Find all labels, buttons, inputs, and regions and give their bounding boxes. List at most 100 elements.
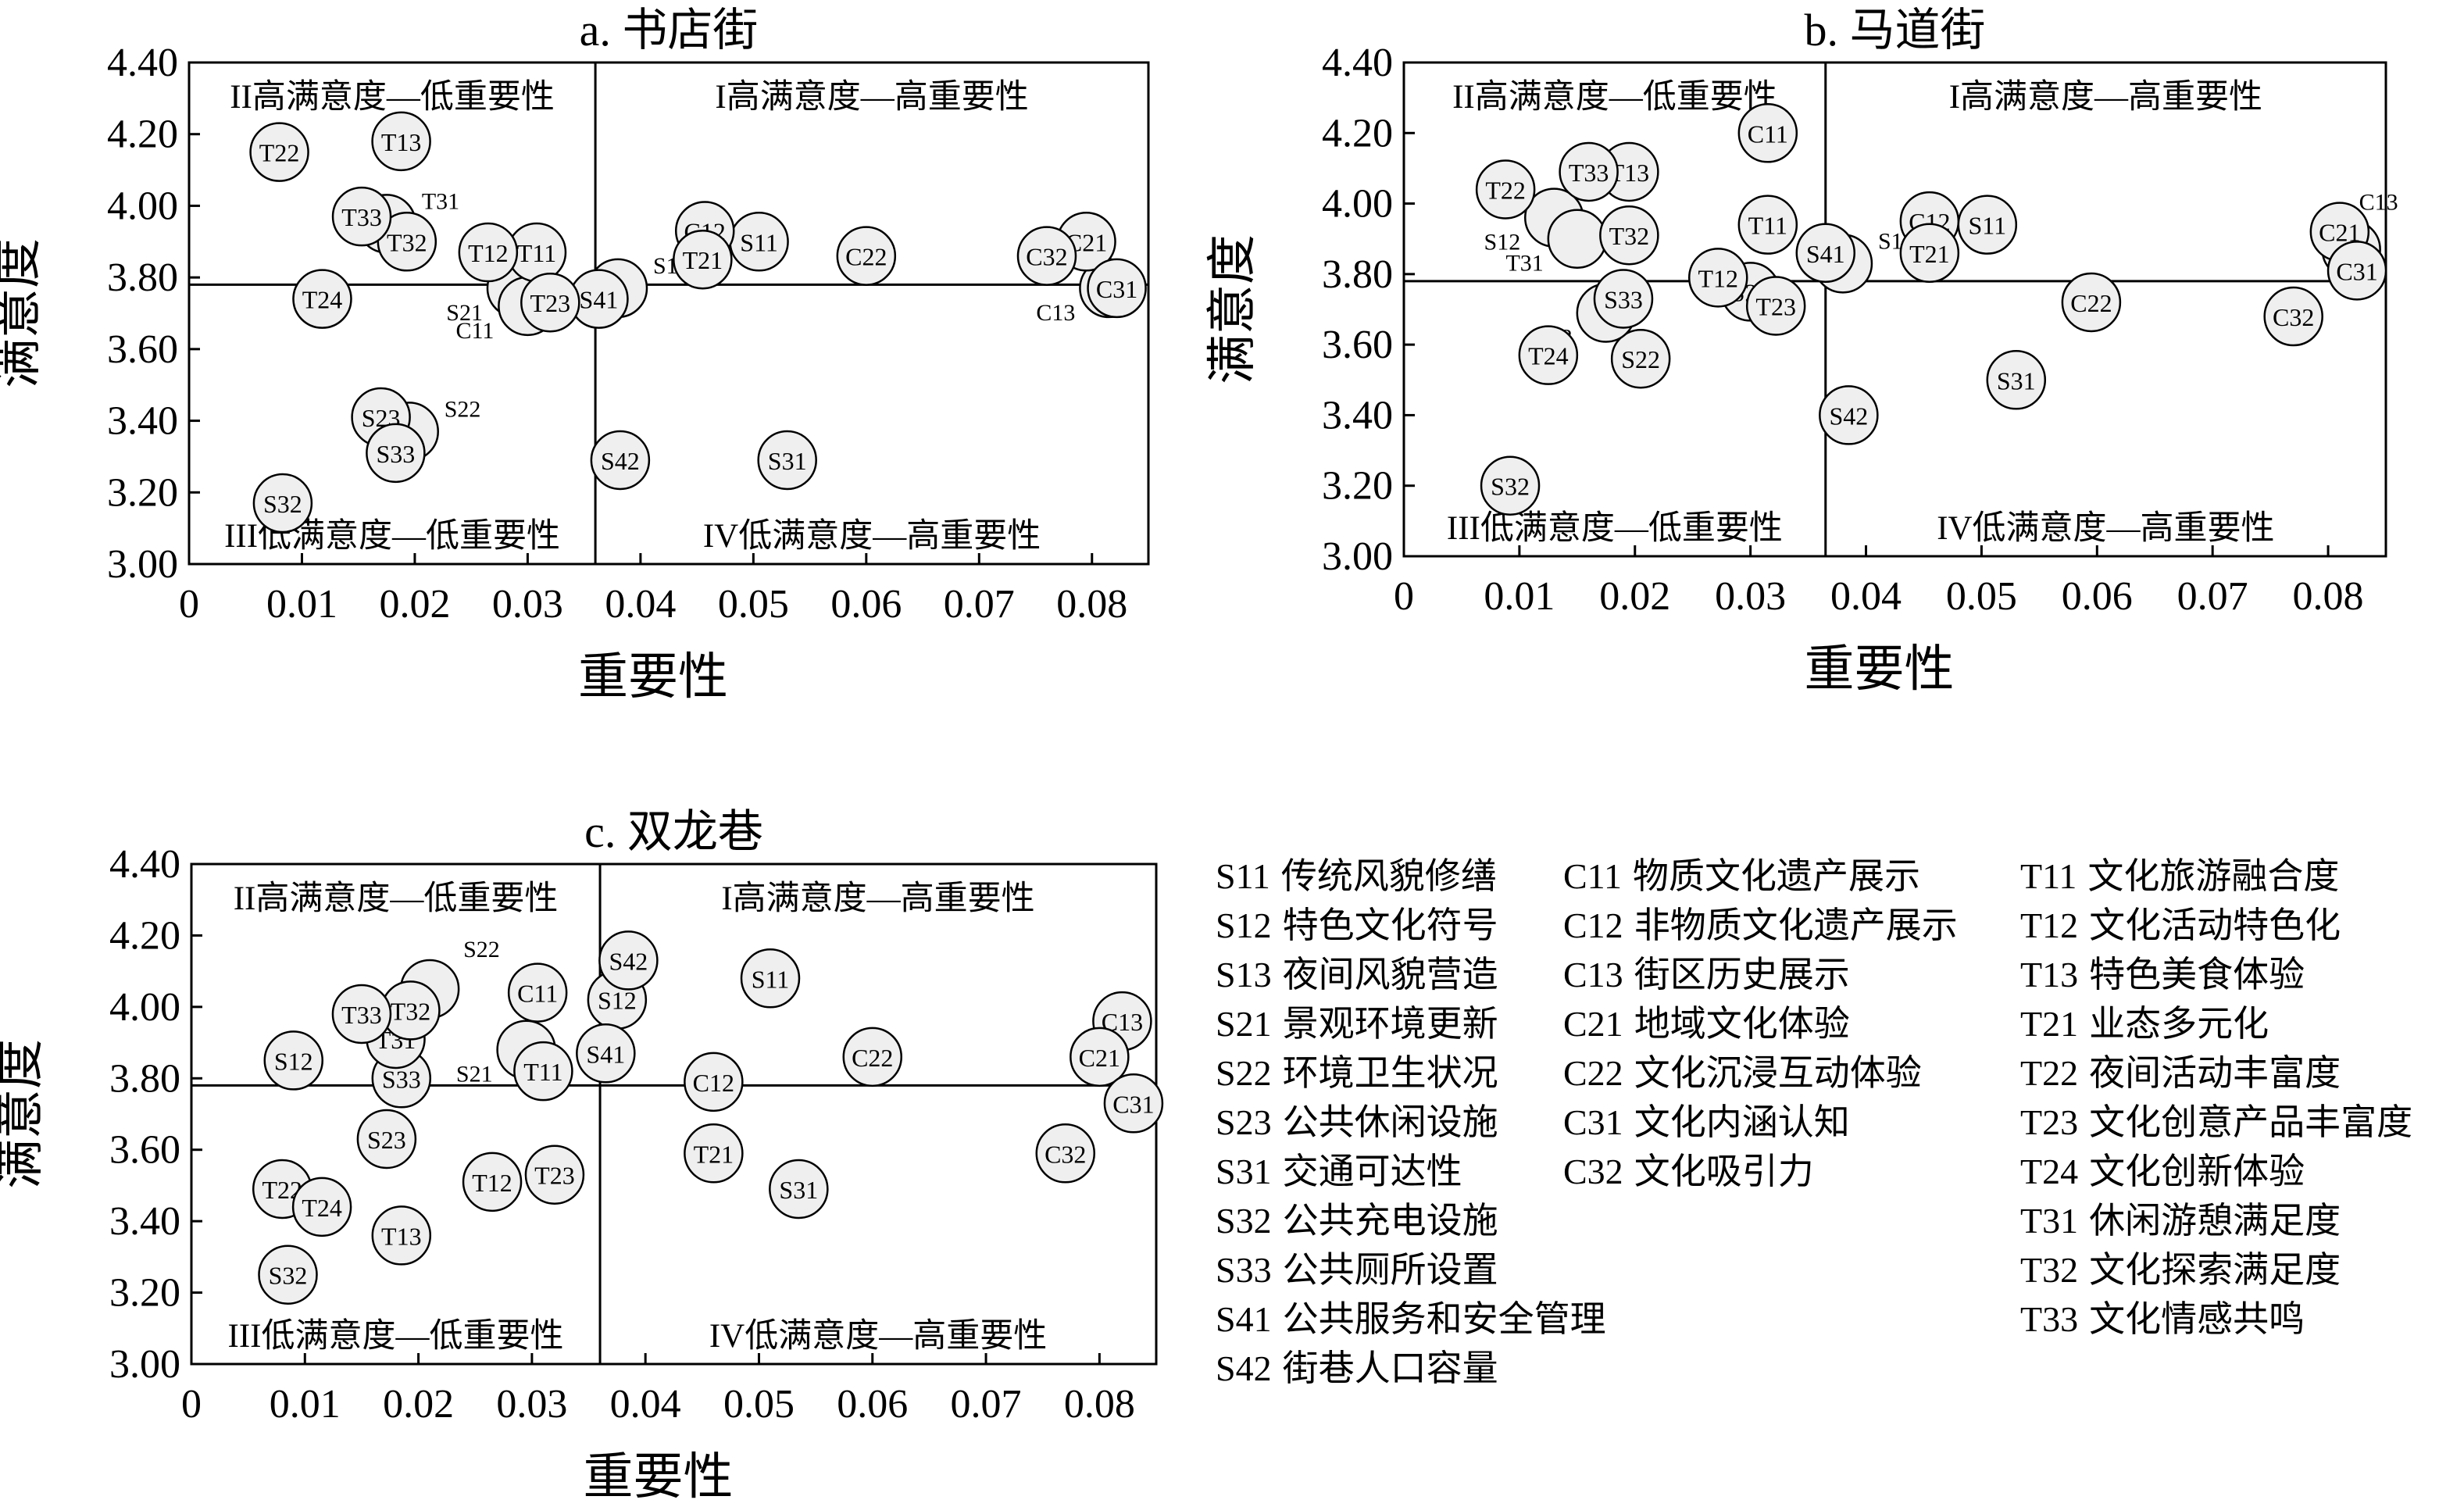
legend-label: 特色文化符号: [1282, 905, 1498, 945]
x-tick-label: 0.02: [383, 1382, 454, 1427]
scatter-point-s22: [1610, 328, 1671, 389]
x-tick-label: 0.07: [2177, 574, 2248, 619]
scatter-point-s11: [740, 948, 801, 1009]
plot-frame: [187, 61, 1150, 566]
point-label-t21: T21: [683, 246, 723, 274]
point-label-s33: S33: [1604, 285, 1643, 313]
point-label-s23: S23: [367, 1126, 406, 1154]
scatter-point-s31: [757, 430, 817, 491]
scatter-point-c22: [836, 226, 897, 286]
scatter-point-t13: [371, 1205, 432, 1266]
scatter-point-t24: [291, 1177, 352, 1237]
scatter-point-s42: [1819, 385, 1879, 445]
scatter-point-c32: [1035, 1123, 1096, 1184]
x-tick-label: 0: [179, 582, 199, 627]
x-tick-label: 0.01: [1484, 574, 1555, 619]
point-label-s31: S31: [768, 447, 807, 475]
point-label-t11: T11: [523, 1058, 562, 1086]
point-label-t21: T21: [1909, 240, 1950, 268]
scatter-point-t32: [1599, 205, 1659, 266]
legend-code: S12: [1216, 905, 1272, 945]
quadrant-label-ii: II高满意度—低重要性: [234, 880, 559, 917]
x-tick-label: 0.05: [723, 1382, 795, 1427]
x-axis-label: 重要性: [578, 649, 728, 705]
x-tick-label: 0.03: [1715, 574, 1786, 619]
x-tick-label: 0.01: [270, 1382, 341, 1427]
point-label-c32: C32: [1026, 243, 1067, 271]
scatter-point-t24: [292, 269, 352, 329]
legend-code: T13: [2020, 955, 2079, 995]
point-label-t32: T32: [391, 997, 431, 1025]
point-label-t24: T24: [302, 286, 343, 314]
chart-title: c. 双龙巷: [584, 806, 763, 857]
scatter-point-s32: [252, 473, 313, 534]
x-tick-label: 0.05: [718, 582, 789, 627]
x-tick-label: 0.07: [944, 582, 1015, 627]
legend-label: 文化创新体验: [2089, 1152, 2305, 1191]
scatter-point-c32: [2263, 286, 2323, 347]
point-label-t23: T23: [534, 1162, 575, 1190]
y-tick-label: 3.80: [1322, 252, 1393, 297]
scatter-point-t21: [684, 1123, 744, 1184]
chart-title: a. 书店街: [580, 5, 759, 55]
legend-code: C13: [1563, 955, 1623, 995]
legend-code: S23: [1216, 1102, 1272, 1142]
legend-item-c32: C32 文化吸引力: [1563, 1147, 1958, 1196]
quadrant-label-i: I高满意度—高重要性: [1949, 78, 2262, 116]
legend-label: 文化吸引力: [1634, 1152, 1814, 1191]
legend-label: 景观环境更新: [1282, 1004, 1498, 1044]
point-label-c12: C12: [693, 1069, 734, 1097]
scatter-point-t31: [1547, 209, 1608, 269]
point-label-s41: S41: [1806, 240, 1845, 268]
y-tick-label: 3.20: [107, 470, 178, 515]
legend-code: T21: [2020, 1004, 2079, 1044]
y-axis-label: 满意度: [0, 1039, 48, 1189]
y-tick-label: 3.60: [1322, 323, 1393, 367]
legend-code: S13: [1216, 955, 1272, 995]
point-label-t32: T32: [387, 228, 427, 256]
x-tick-label: 0.08: [1064, 1382, 1135, 1427]
point-label-c22: C22: [845, 243, 887, 271]
legend-code: T11: [2020, 856, 2077, 896]
point-label-t12: T12: [472, 1169, 512, 1197]
y-tick-label: 4.40: [1322, 41, 1393, 85]
x-tick-label: 0.06: [830, 582, 902, 627]
scatter-point-c11: [1737, 103, 1798, 163]
scatter-point-t11: [1737, 195, 1798, 255]
legend-label: 非物质文化遗产展示: [1634, 905, 1958, 945]
chart-title: b. 马道街: [1804, 5, 1985, 55]
quadrant-label-iii: III低满意度—低重要性: [1447, 509, 1783, 547]
legend-code: C31: [1563, 1102, 1623, 1142]
plot-frame: [190, 862, 1158, 1366]
scatter-point-c32: [1016, 226, 1077, 286]
legend-label: 夜间活动丰富度: [2089, 1053, 2341, 1093]
legend-item-c31: C31 文化内涵认知: [1563, 1098, 1958, 1147]
quadrant-label-iv: IV低满意度—高重要性: [1937, 509, 2274, 547]
x-axis-label: 重要性: [1805, 641, 1955, 697]
legend-label: 夜间风貌营造: [1282, 955, 1498, 995]
scatter-point-c22: [842, 1027, 903, 1087]
scatter-point-t33: [331, 186, 392, 247]
legend-code: C32: [1563, 1152, 1623, 1191]
x-tick-label: 0.02: [1599, 574, 1670, 619]
legend-label: 公共服务和安全管理: [1282, 1299, 1606, 1339]
legend-label: 文化内涵认知: [1634, 1102, 1850, 1142]
x-tick-label: 0.03: [496, 1382, 567, 1427]
point-label-c13: C13: [1036, 300, 1075, 326]
point-label-t12: T12: [468, 239, 509, 267]
scatter-point-t33: [1559, 141, 1619, 202]
point-label-s12: S12: [274, 1047, 313, 1075]
scatter-point-t11: [513, 1041, 573, 1102]
x-tick-label: 0.02: [379, 582, 450, 627]
quadrant-label-ii: II高满意度—低重要性: [230, 78, 555, 116]
scatter-point-s33: [1593, 269, 1654, 329]
